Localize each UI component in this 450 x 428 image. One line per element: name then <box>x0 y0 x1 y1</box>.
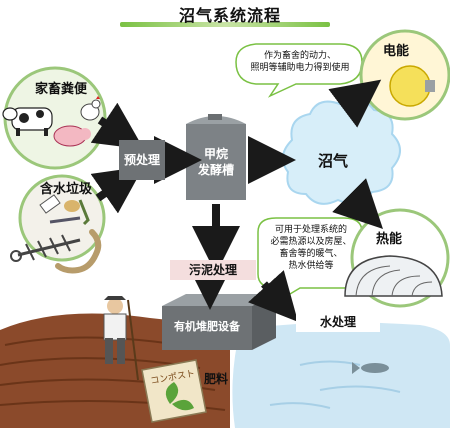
light-bulb-icon <box>389 65 435 107</box>
water-ripples <box>269 360 401 409</box>
fishbone-icon <box>10 234 81 262</box>
pig-icon <box>53 125 91 147</box>
arrow-biogas-to-electricity <box>328 79 382 128</box>
fish-icon <box>352 362 389 374</box>
biogas-label: 沼气 <box>318 152 349 170</box>
electricity-note: 作为畜舍的动力、 照明等辅助电力得到使用 <box>250 51 350 73</box>
farmer-icon <box>103 296 139 381</box>
electricity-label: 电能 <box>383 44 410 59</box>
water-pond <box>232 322 450 428</box>
manure-label: 家畜粪便 <box>35 82 88 97</box>
heat-label: 热能 <box>376 232 403 247</box>
compost-bag-icon <box>141 359 207 423</box>
greenhouse-icon <box>344 255 443 297</box>
water-treatment-label: 水处理 <box>296 312 380 332</box>
arrow-garbage-to-pretreatment <box>90 166 144 214</box>
arrow-biogas-to-heat <box>332 178 383 229</box>
farmland-rows <box>0 336 226 411</box>
fertilizer-label: 肥料 <box>204 372 229 386</box>
arrow-sludge-to-water <box>248 270 299 322</box>
heat-note: 可用于处理系统的 必需热源以及房屋、 畜舍等的暖气、 热水供给等 <box>270 225 352 271</box>
pretreatment-box: 预处理 <box>119 140 165 180</box>
garbage-circle <box>18 174 106 262</box>
sludge-label: 污泥处理 <box>170 260 256 280</box>
arrow-manure-to-pretreatment <box>90 102 144 150</box>
flow-arrows <box>90 79 383 322</box>
vegetable-peel-icon <box>55 229 102 274</box>
title-underline <box>120 22 330 27</box>
garbage-icons <box>39 194 90 226</box>
digester-label: 甲烷 发酵槽 <box>197 147 234 177</box>
cow-icon <box>2 107 53 136</box>
wet-garbage-label: 含水垃圾 <box>40 182 93 197</box>
compost-facility-label: 有机堆肥设备 <box>174 320 240 333</box>
page-title: 沼气系统流程 <box>178 6 281 25</box>
